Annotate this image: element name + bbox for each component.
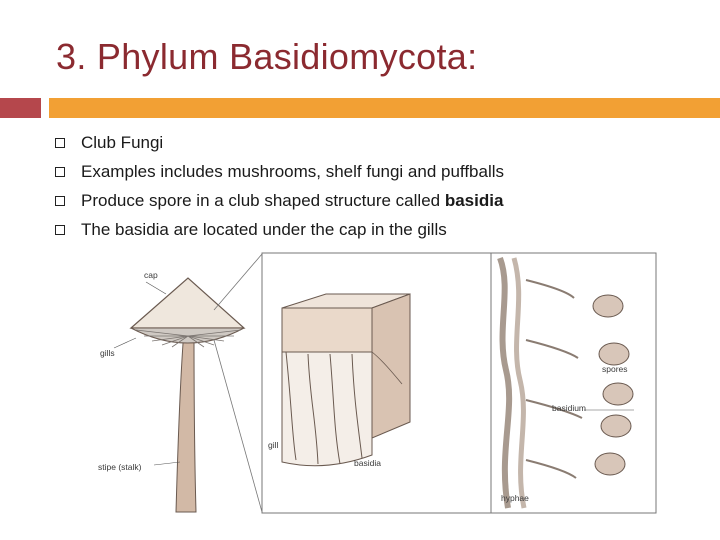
zoom-connector-top: [214, 254, 262, 310]
page-title: 3. Phylum Basidiomycota:: [56, 36, 477, 78]
bullet-text: The basidia are located under the cap in…: [81, 215, 447, 244]
bullet-item: Club Fungi: [55, 128, 695, 157]
label-cap: cap: [144, 270, 158, 280]
bullet-text: Club Fungi: [81, 128, 163, 157]
zoom-connector-bottom: [214, 340, 262, 512]
mushroom-drawing: [114, 278, 244, 512]
basidium-detail: [491, 253, 656, 513]
mushroom-anatomy-illustration: cap gills stipe (stalk) gill basidia spo…: [96, 250, 660, 515]
label-stipe: stipe (stalk): [98, 462, 142, 472]
bullet-text: Produce spore in a club shaped structure…: [81, 186, 503, 215]
square-bullet-icon: [55, 167, 65, 177]
bullet-text-plain: Produce spore in a club shaped structure…: [81, 191, 445, 210]
square-bullet-icon: [55, 225, 65, 235]
bullet-list: Club Fungi Examples includes mushrooms, …: [55, 128, 695, 244]
gill-block-zoom: [262, 253, 492, 513]
label-hyphae: hyphae: [501, 493, 529, 503]
label-basidia: basidia: [354, 458, 381, 468]
title-rule-left: [0, 98, 41, 118]
bullet-item: The basidia are located under the cap in…: [55, 215, 695, 244]
bullet-text: Examples includes mushrooms, shelf fungi…: [81, 157, 504, 186]
label-basidium: basidium: [552, 403, 586, 413]
square-bullet-icon: [55, 196, 65, 206]
bullet-text-bold: basidia: [445, 191, 504, 210]
bullet-item: Examples includes mushrooms, shelf fungi…: [55, 157, 695, 186]
label-spores: spores: [602, 364, 628, 374]
bullet-item: Produce spore in a club shaped structure…: [55, 186, 695, 215]
square-bullet-icon: [55, 138, 65, 148]
label-gills: gills: [100, 348, 115, 358]
title-rule-right: [49, 98, 720, 118]
label-gill: gill: [268, 440, 279, 450]
